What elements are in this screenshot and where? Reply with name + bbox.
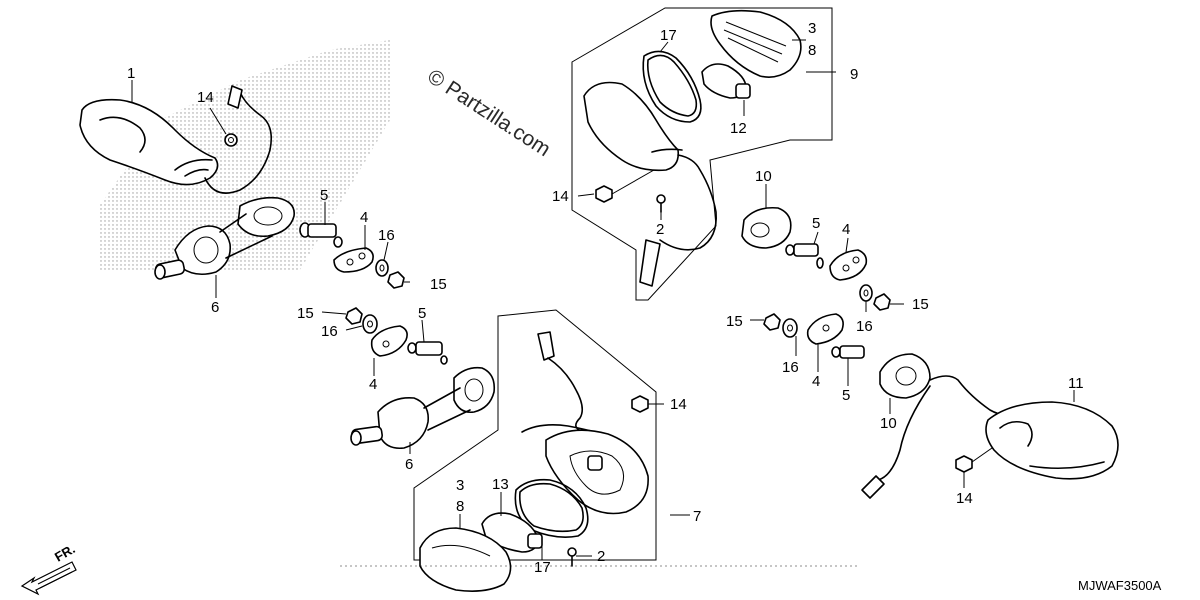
mirror-11-right[interactable] — [861, 375, 1119, 499]
callout-16: 16 — [856, 318, 873, 335]
callout-14: 14 — [197, 89, 214, 106]
callout-6: 6 — [211, 299, 219, 316]
front-indicator-label: FR. — [52, 541, 78, 564]
callout-11: 11 — [1068, 375, 1084, 392]
group-box-bottom-center — [413, 309, 657, 561]
callout-15: 15 — [430, 276, 447, 293]
nut-15-left[interactable] — [387, 271, 405, 289]
plate-4-upper-right[interactable] — [829, 249, 868, 281]
socket-5-upper-right[interactable] — [785, 243, 824, 269]
callout-12: 12 — [730, 120, 747, 137]
watermark: © Partzilla.com — [423, 65, 554, 161]
turn-signal-housing-mid[interactable] — [350, 366, 496, 450]
screw-14-left[interactable] — [224, 133, 238, 147]
callout-14: 14 — [552, 188, 569, 205]
callout-10: 10 — [755, 168, 772, 185]
callout-3: 3 — [808, 20, 816, 37]
callout-8: 8 — [456, 498, 464, 515]
screw-14-bottom[interactable] — [631, 395, 649, 413]
socket-5-mid[interactable] — [407, 341, 448, 365]
callout-2: 2 — [597, 548, 605, 565]
callout-16: 16 — [782, 359, 799, 376]
nut-15-upper-right[interactable] — [873, 293, 891, 311]
callout-17: 17 — [660, 27, 677, 44]
washer-16-lower-right[interactable] — [782, 318, 798, 338]
callout-5: 5 — [418, 305, 426, 322]
screw-14-top[interactable] — [595, 185, 613, 203]
turn-signal-housing-left[interactable] — [154, 196, 295, 280]
group-box-top-center — [571, 7, 833, 301]
washer-16-upper-right[interactable] — [859, 284, 873, 302]
callout-5: 5 — [812, 215, 820, 232]
socket-5-lower-right[interactable] — [831, 345, 865, 359]
bulb-12-top[interactable] — [701, 63, 751, 99]
lens-3-top[interactable] — [710, 9, 802, 78]
socket-10-upper[interactable] — [741, 206, 792, 249]
callout-6: 6 — [405, 456, 413, 473]
callout-4: 4 — [812, 373, 820, 390]
callout-15: 15 — [912, 296, 929, 313]
callout-16: 16 — [321, 323, 338, 340]
washer-16-mid[interactable] — [362, 314, 378, 334]
screw-2-bottom[interactable] — [567, 547, 577, 567]
stipple-shading — [100, 40, 390, 270]
callout-14: 14 — [670, 396, 687, 413]
callout-15: 15 — [297, 305, 314, 322]
nut-15-mid[interactable] — [345, 307, 363, 325]
plate-4-mid[interactable] — [370, 325, 408, 357]
housing-7-bottom[interactable] — [521, 331, 649, 515]
socket-10-lower[interactable] — [879, 353, 931, 399]
callout-5: 5 — [320, 187, 328, 204]
leader-lines — [131, 39, 1075, 560]
mirror-12-top[interactable] — [583, 81, 717, 287]
front-arrow-icon — [20, 561, 77, 596]
callout-4: 4 — [360, 209, 368, 226]
callout-15: 15 — [726, 313, 743, 330]
callout-14: 14 — [956, 490, 973, 507]
callout-labels: 1 14 5 4 16 15 6 15 16 5 4 6 17 3 8 9 12… — [127, 20, 1084, 576]
diagram-code: MJWAF3500A — [1078, 578, 1162, 593]
callout-4: 4 — [842, 221, 850, 238]
plate-4-lower-right[interactable] — [806, 313, 844, 345]
socket-5-left[interactable] — [299, 222, 343, 248]
plate-4-left[interactable] — [333, 247, 374, 273]
callout-9: 9 — [850, 66, 858, 83]
callout-1: 1 — [127, 65, 135, 82]
callout-3: 3 — [456, 477, 464, 494]
washer-16-left[interactable] — [375, 259, 389, 277]
callout-7: 7 — [693, 508, 701, 525]
nut-15-lower-right[interactable] — [763, 313, 781, 331]
screw-14-right[interactable] — [955, 455, 973, 473]
callout-2: 2 — [656, 221, 664, 238]
left-front-mirror-assembly[interactable] — [79, 85, 273, 194]
screw-2-top[interactable] — [656, 194, 666, 213]
callout-8: 8 — [808, 42, 816, 59]
callout-4: 4 — [369, 376, 377, 393]
callout-10: 10 — [880, 415, 897, 432]
callout-13: 13 — [492, 476, 509, 493]
callout-5: 5 — [842, 387, 850, 404]
lens-3-bottom[interactable] — [419, 527, 512, 592]
gasket-17-top[interactable] — [642, 50, 702, 123]
callout-17: 17 — [534, 559, 551, 576]
callout-16: 16 — [378, 227, 395, 244]
